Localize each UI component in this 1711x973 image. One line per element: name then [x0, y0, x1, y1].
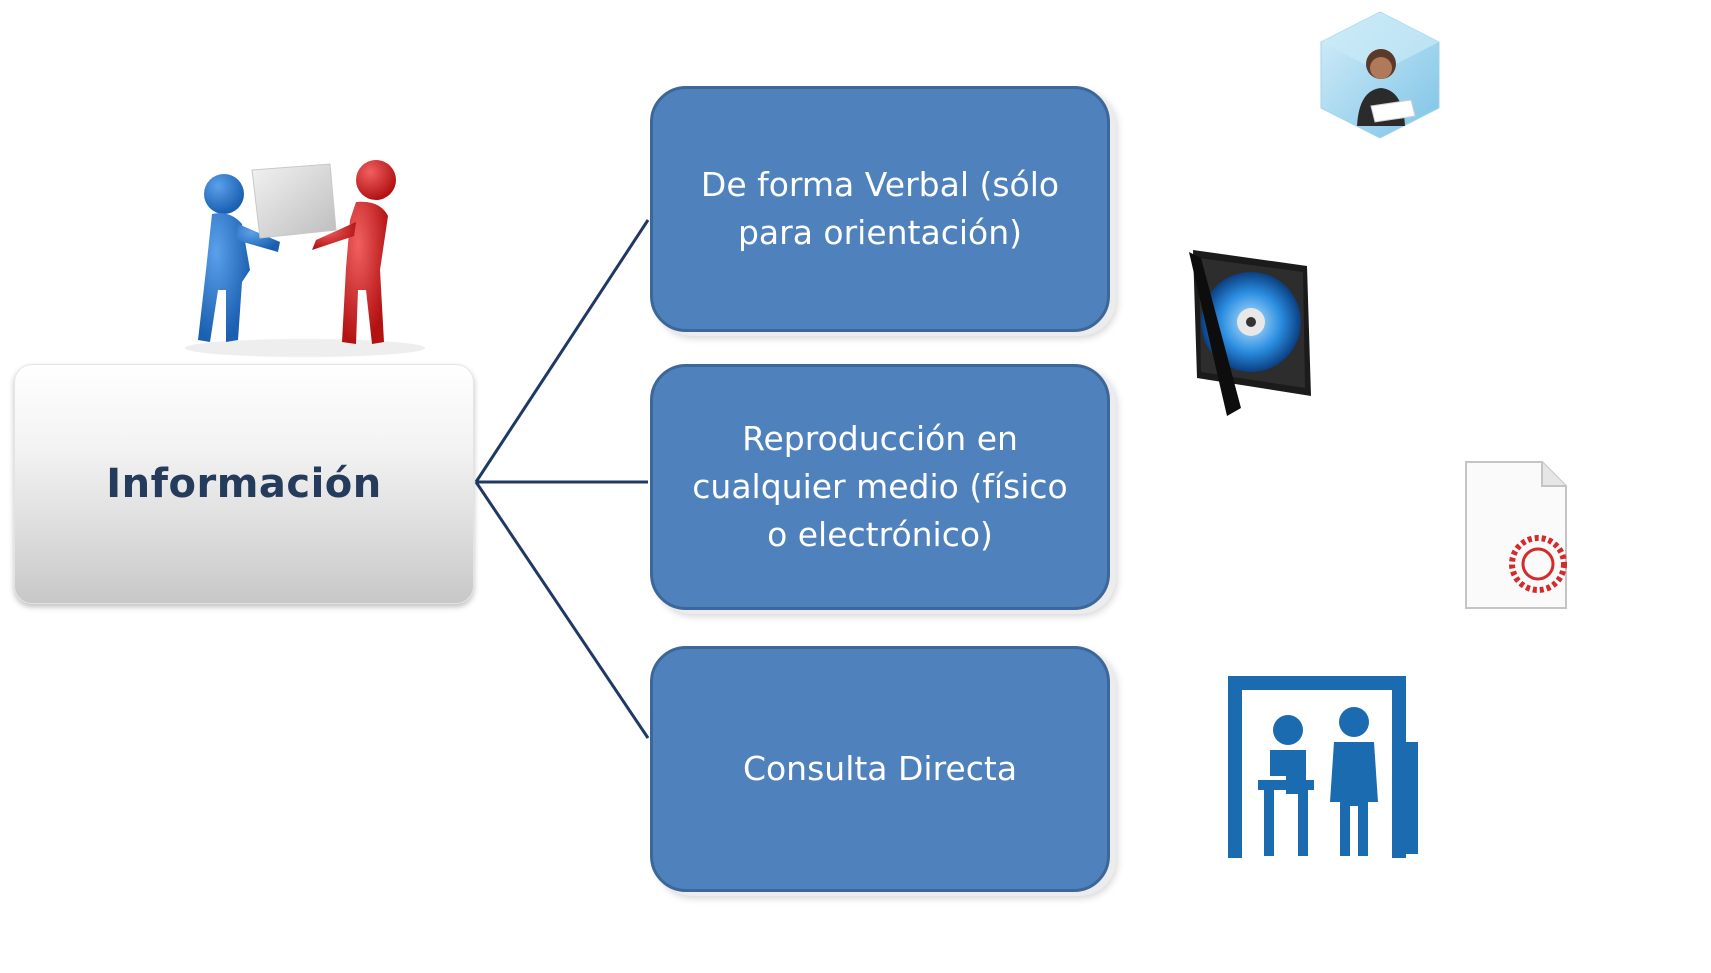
branch-reproduccion-label: Reproducción en cualquier medio (físico … [692, 419, 1068, 554]
branch-consulta: Consulta Directa [650, 646, 1110, 892]
branch-verbal: De forma Verbal (sólo para orientación) [650, 86, 1110, 332]
cd-case-icon [1189, 250, 1311, 416]
root-node-label: Información [106, 461, 382, 507]
branch-verbal-label: De forma Verbal (sólo para orientación) [700, 165, 1060, 252]
certified-document-icon [1465, 461, 1567, 609]
people-carrying-box-icon [185, 160, 425, 357]
branch-consulta-label: Consulta Directa [742, 749, 1018, 789]
consultation-icon [1228, 676, 1418, 858]
agent-icon [1320, 11, 1440, 139]
connector-to-consulta [474, 481, 650, 739]
connector-to-verbal [474, 219, 650, 483]
branch-reproduccion: Reproducción en cualquier medio (físico … [650, 364, 1110, 610]
root-node-informacion: Información [14, 364, 474, 604]
